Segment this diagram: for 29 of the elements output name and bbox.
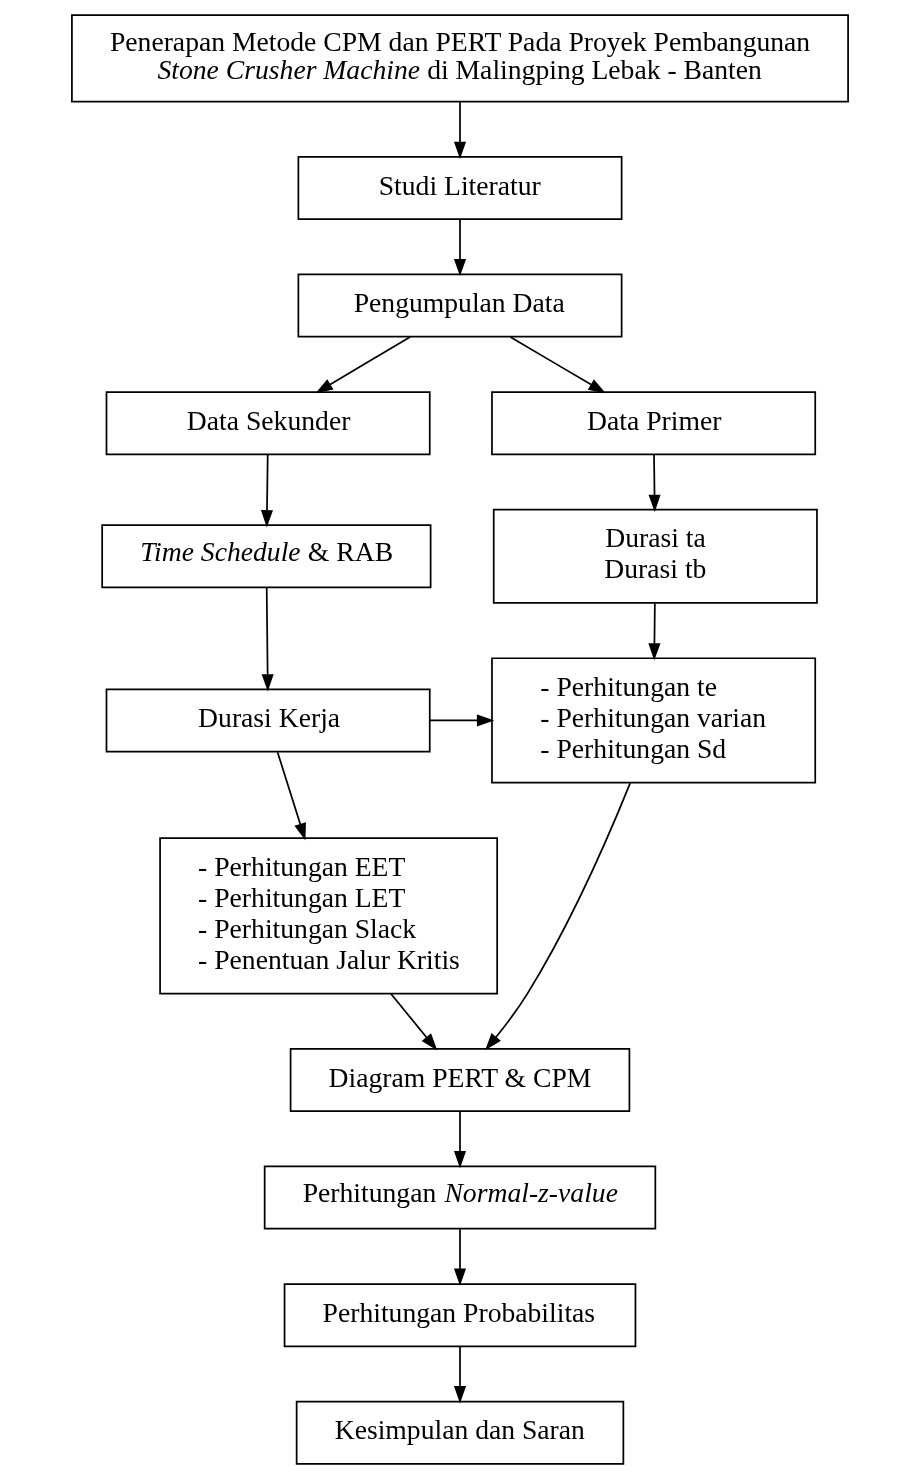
node-box: Perhitungan Probabilitas xyxy=(283,1283,636,1348)
node-box: - Perhitungan EET - Perhitungan LET - Perhitungan Slack - Penentuan Jalur Kritis xyxy=(158,837,498,995)
node-box: Data Sekunder xyxy=(105,391,431,456)
arrow xyxy=(276,751,306,841)
node-box: Kesimpulan dan Saran xyxy=(295,1400,624,1465)
arrow xyxy=(453,1228,466,1286)
arrow xyxy=(453,1110,466,1169)
node-box: Perhitungan Normal-z-value xyxy=(263,1165,656,1230)
arrow xyxy=(453,101,466,160)
node-box: Studi Literatur xyxy=(297,156,622,221)
arrow xyxy=(260,453,273,528)
node-box: Diagram PERT & CPM xyxy=(289,1048,630,1113)
arrow xyxy=(389,992,437,1051)
node-box: - Perhitungan te - Perhitungan varian - Perhitungan Sd xyxy=(490,657,816,784)
node-box: Penerapan Metode CPM dan PERT Pada Proyek Pembangunan Stone Crusher Machine di Malingping Lebak - Banten xyxy=(70,14,849,103)
arrow xyxy=(261,586,274,692)
node-box: Data Primer xyxy=(490,391,816,456)
node-box: Durasi Kerja xyxy=(105,688,431,753)
arrow xyxy=(453,1346,466,1404)
arrow xyxy=(647,602,660,661)
arrow xyxy=(509,336,606,394)
arrow xyxy=(453,218,466,277)
arrow xyxy=(428,714,494,727)
node-box: Time Schedule & RAB xyxy=(100,524,431,589)
arrow xyxy=(484,782,631,1051)
arrow xyxy=(648,453,661,513)
node-box: Durasi ta Durasi tb xyxy=(492,508,818,604)
arrow xyxy=(315,336,411,394)
node-box: Pengumpulan Data xyxy=(297,273,622,338)
